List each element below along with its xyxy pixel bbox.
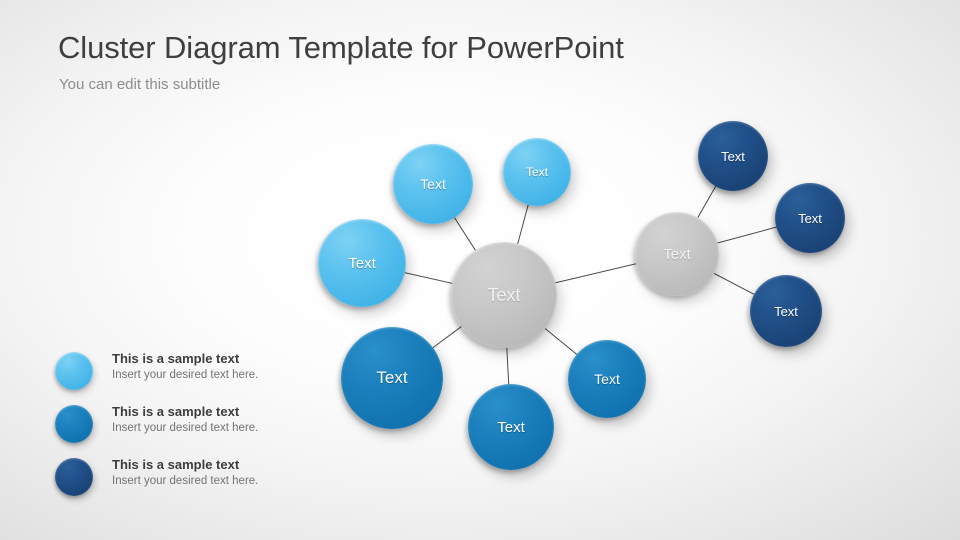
cluster-node-label: Text [721, 148, 745, 164]
legend-item-title: This is a sample text [112, 351, 240, 366]
cluster-node-label: Text [594, 371, 620, 387]
legend-color-swatch-mid [55, 405, 93, 443]
cluster-node-mid-lower-right[interactable]: Text [568, 340, 646, 418]
legend-item-description: Insert your desired text here. [112, 475, 259, 487]
connector-hub-right-to-dark-bottom [713, 272, 756, 296]
cluster-node-label: Text [348, 254, 376, 272]
connector-hub-right-to-dark-right [716, 226, 778, 244]
cluster-node-label: Text [420, 176, 446, 192]
connector-hub-center-to-light-upper-mid [516, 203, 529, 245]
connector-hub-center-to-mid-lower-right [543, 327, 578, 356]
page-title: Cluster Diagram Template for PowerPoint [58, 30, 624, 65]
cluster-node-dark-right[interactable]: Text [775, 183, 845, 253]
legend-item-description: Insert your desired text here. [112, 369, 259, 381]
legend-color-swatch-light [55, 352, 93, 390]
cluster-node-label: Text [774, 303, 798, 319]
cluster-node-light-left[interactable]: Text [318, 219, 406, 307]
cluster-node-hub-center[interactable]: Text [451, 242, 557, 348]
connector-hub-center-to-mid-lower-left [431, 325, 463, 349]
legend-item-description: Insert your desired text here. [112, 422, 259, 434]
cluster-node-light-upper-left[interactable]: Text [393, 144, 473, 224]
connector-hub-center-to-hub-right [554, 262, 638, 284]
cluster-node-dark-bottom[interactable]: Text [750, 275, 822, 347]
legend-color-swatch-dark [55, 458, 93, 496]
legend-item-title: This is a sample text [112, 457, 240, 472]
connector-hub-center-to-light-upper-left [453, 216, 477, 252]
connector-hub-center-to-mid-bottom [506, 346, 510, 386]
cluster-node-label: Text [663, 245, 691, 263]
cluster-node-label: Text [487, 284, 521, 305]
cluster-node-label: Text [525, 165, 548, 179]
connector-hub-right-to-dark-top [696, 185, 717, 219]
cluster-node-label: Text [497, 418, 525, 436]
connector-hub-center-to-light-left [403, 271, 454, 285]
cluster-node-label: Text [798, 210, 822, 226]
legend-item-title: This is a sample text [112, 404, 240, 419]
cluster-node-mid-bottom[interactable]: Text [468, 384, 554, 470]
cluster-node-dark-top[interactable]: Text [698, 121, 768, 191]
cluster-node-light-upper-mid[interactable]: Text [503, 138, 571, 206]
cluster-node-label: Text [376, 368, 408, 387]
page-subtitle: You can edit this subtitle [59, 76, 221, 93]
cluster-node-hub-right[interactable]: Text [635, 212, 719, 296]
cluster-node-mid-lower-left[interactable]: Text [341, 327, 443, 429]
